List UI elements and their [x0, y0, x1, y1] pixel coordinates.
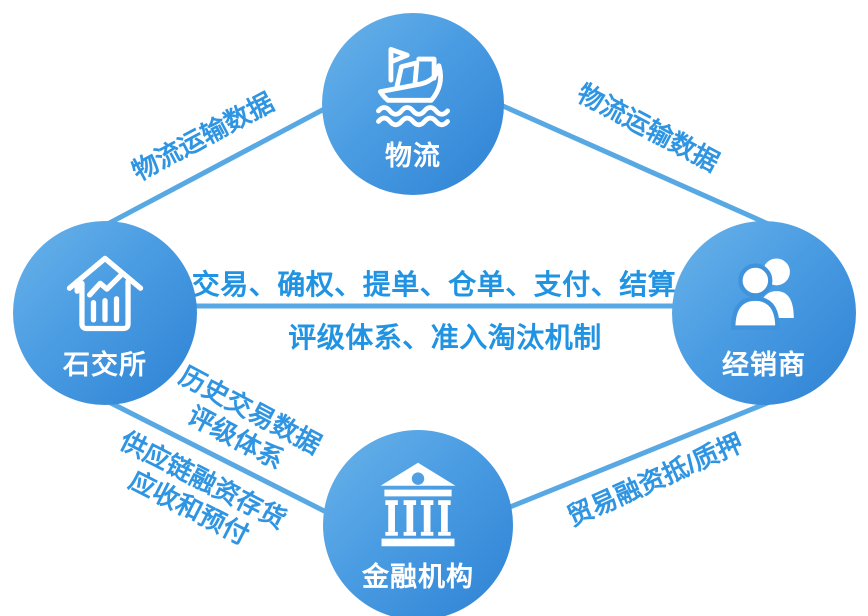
- edge-line-exchange-logistics: [98, 95, 347, 231]
- node-finance: 金融机构: [323, 430, 513, 616]
- node-logistics: 物流: [322, 13, 504, 195]
- node-label-logistics: 物流: [385, 140, 441, 171]
- node-label-finance: 金融机构: [362, 561, 474, 592]
- node-label-dealer: 经销商: [722, 349, 806, 380]
- node-exchange: 石交所: [13, 221, 197, 405]
- ship-icon: [363, 36, 463, 132]
- edge-line-finance-dealer: [499, 394, 783, 514]
- edge-line-exchange-finance: [95, 393, 342, 522]
- node-dealer: 经销商: [672, 221, 856, 405]
- edge-label-rating-system: 评级体系、准入淘汰机制: [288, 322, 602, 353]
- people-icon: [714, 245, 814, 341]
- house-chart-icon: [55, 245, 155, 341]
- edge-line-logistics-dealer: [483, 95, 777, 230]
- node-label-exchange: 石交所: [63, 349, 147, 380]
- edge-label-trade-functions: 交易、确权、提单、仓单、支付、结算: [191, 269, 677, 300]
- bank-icon: [368, 457, 468, 553]
